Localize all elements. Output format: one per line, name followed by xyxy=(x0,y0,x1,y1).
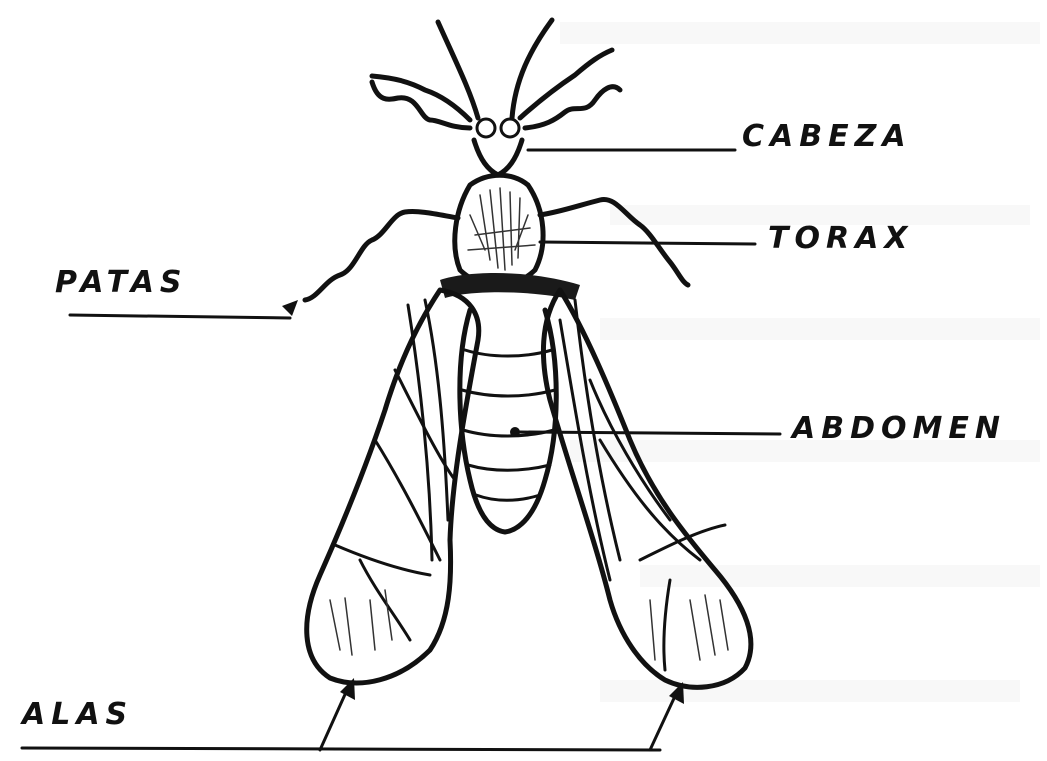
head-outline xyxy=(474,140,522,175)
abdomen-leader xyxy=(520,432,780,434)
label-alas-group: ALAS xyxy=(20,678,684,750)
right-front-leg xyxy=(525,87,620,128)
patas-arrowhead xyxy=(282,300,298,316)
right-antenna-2 xyxy=(520,50,612,118)
left-middle-leg xyxy=(305,212,458,300)
patas-leader xyxy=(70,315,290,318)
right-eye xyxy=(501,119,519,137)
left-wing xyxy=(307,290,479,683)
thorax-hair xyxy=(468,188,535,270)
label-torax: TORAX xyxy=(768,221,913,256)
left-antenna xyxy=(438,22,478,118)
label-patas: PATAS xyxy=(55,265,188,300)
label-patas-group: PATAS xyxy=(55,265,298,318)
label-alas: ALAS xyxy=(20,697,133,732)
right-wing-veins xyxy=(560,300,728,670)
alas-leader-left xyxy=(320,690,347,750)
label-cabeza-group: CABEZA xyxy=(528,119,912,154)
alas-baseline xyxy=(22,748,660,750)
thorax-outline xyxy=(455,175,543,285)
alas-leader-right xyxy=(650,694,676,750)
torax-leader xyxy=(540,242,755,244)
left-wing-veins xyxy=(330,300,455,655)
abdomen-segments xyxy=(462,350,555,500)
left-eye xyxy=(477,119,495,137)
insect-drawing xyxy=(305,20,751,687)
label-cabeza: CABEZA xyxy=(742,119,912,154)
right-antenna xyxy=(512,20,552,118)
label-torax-group: TORAX xyxy=(540,221,913,256)
label-abdomen: ABDOMEN xyxy=(790,411,1006,446)
